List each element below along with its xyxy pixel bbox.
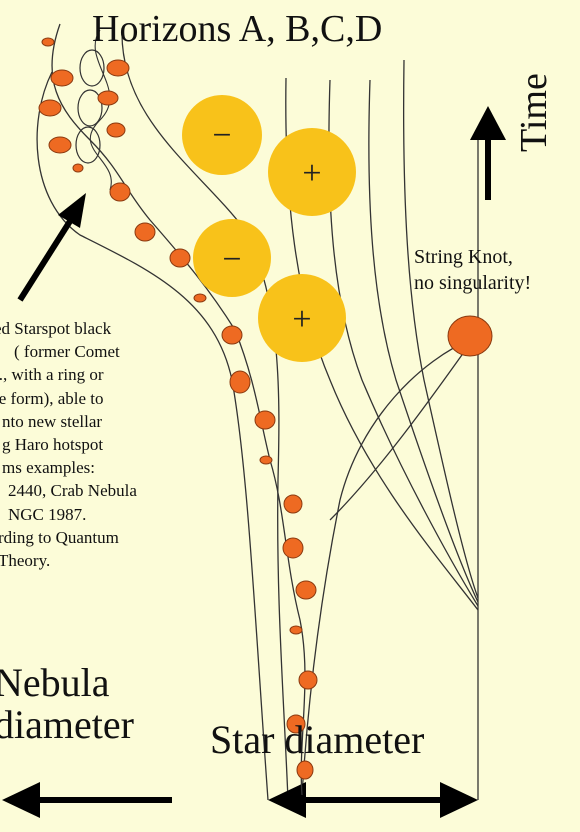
blob <box>169 248 191 268</box>
blob <box>106 122 126 138</box>
blob <box>221 325 243 345</box>
nebula-diameter-arrow-head <box>2 782 40 818</box>
blob <box>296 760 314 780</box>
starspot-caption: ed Starspot black ( former Comet i., wit… <box>0 317 137 572</box>
blob <box>298 670 318 690</box>
time-label: Time <box>513 73 555 152</box>
blob <box>289 625 303 635</box>
blob <box>50 69 74 87</box>
blob <box>106 59 130 77</box>
nebula-diameter-label: Nebula diameter <box>0 662 134 746</box>
blob <box>282 537 304 559</box>
ring <box>75 126 101 164</box>
blob <box>254 410 276 430</box>
note-line: String Knot, <box>414 246 513 268</box>
ring <box>79 49 105 87</box>
charge-circle-negative <box>182 95 262 175</box>
blob <box>286 714 306 734</box>
caption-line: ed Starspot black <box>0 319 112 338</box>
nebula-outline <box>36 29 289 801</box>
string-line <box>329 337 475 521</box>
starspot-wave <box>89 29 112 191</box>
caption-line: g Haro hotspot <box>2 435 104 455</box>
pointer-arrow <box>17 193 86 302</box>
diagram-title: Horizons A, B,C,D <box>92 8 383 50</box>
caption-line: nto new stellar <box>2 411 103 431</box>
charge-circle-positive <box>268 128 356 216</box>
blob <box>134 222 156 242</box>
string-line <box>301 337 475 796</box>
charge-circles <box>182 95 356 362</box>
string-knot-ball <box>447 315 493 357</box>
caption-line: ms examples: <box>2 458 96 478</box>
time-axis <box>470 106 506 800</box>
pointer-arrow-head <box>58 193 86 228</box>
blob <box>193 293 207 303</box>
nebula-label-line: Nebula <box>0 660 110 705</box>
string-knot-note: String Knot, no singularity! <box>414 244 531 296</box>
caption-line: le form), able to <box>0 388 104 408</box>
blob <box>41 37 55 47</box>
charge-sign: − <box>212 117 231 154</box>
blob <box>109 182 131 202</box>
caption-line: 2440, Crab Nebula <box>8 481 137 501</box>
charge-circle-negative <box>193 219 271 297</box>
starspot-rings <box>75 49 105 164</box>
diameter-arrows <box>2 782 478 818</box>
blob <box>259 455 273 465</box>
nebula-edge-right <box>121 29 289 801</box>
starspot-path <box>38 23 318 796</box>
charge-sign: − <box>222 241 241 278</box>
blob <box>295 580 317 600</box>
caption-line: NGC 1987. <box>8 504 87 524</box>
nebula-edge-left <box>36 71 269 801</box>
caption-line: ( former Comet <box>14 342 120 362</box>
charge-signs: − + − + <box>212 117 321 338</box>
ring <box>77 89 103 127</box>
star-diameter-label: Star diameter <box>210 717 425 762</box>
nebula-label-line: diameter <box>0 702 134 747</box>
blob <box>72 163 84 173</box>
star-diameter-arrow-head-left <box>268 782 306 818</box>
caption-line: rding to Quantum <box>0 527 119 547</box>
note-line: no singularity! <box>414 272 532 294</box>
charge-sign: + <box>292 301 311 338</box>
pointer-arrow-shaft <box>17 216 75 302</box>
blob <box>283 494 303 514</box>
blob <box>38 99 62 117</box>
time-arrow-head <box>470 106 506 140</box>
horizon-line <box>402 59 479 599</box>
horizon-line <box>368 79 479 603</box>
star-diameter-arrow-head-right <box>440 782 478 818</box>
blob <box>97 90 119 106</box>
charge-circle-positive <box>258 274 346 362</box>
blobs <box>38 37 318 780</box>
caption-line: Theory. <box>0 551 51 571</box>
caption-line: i., with a ring or <box>0 365 104 385</box>
blob <box>48 136 72 154</box>
blob <box>229 370 251 394</box>
charge-sign: + <box>302 155 321 192</box>
